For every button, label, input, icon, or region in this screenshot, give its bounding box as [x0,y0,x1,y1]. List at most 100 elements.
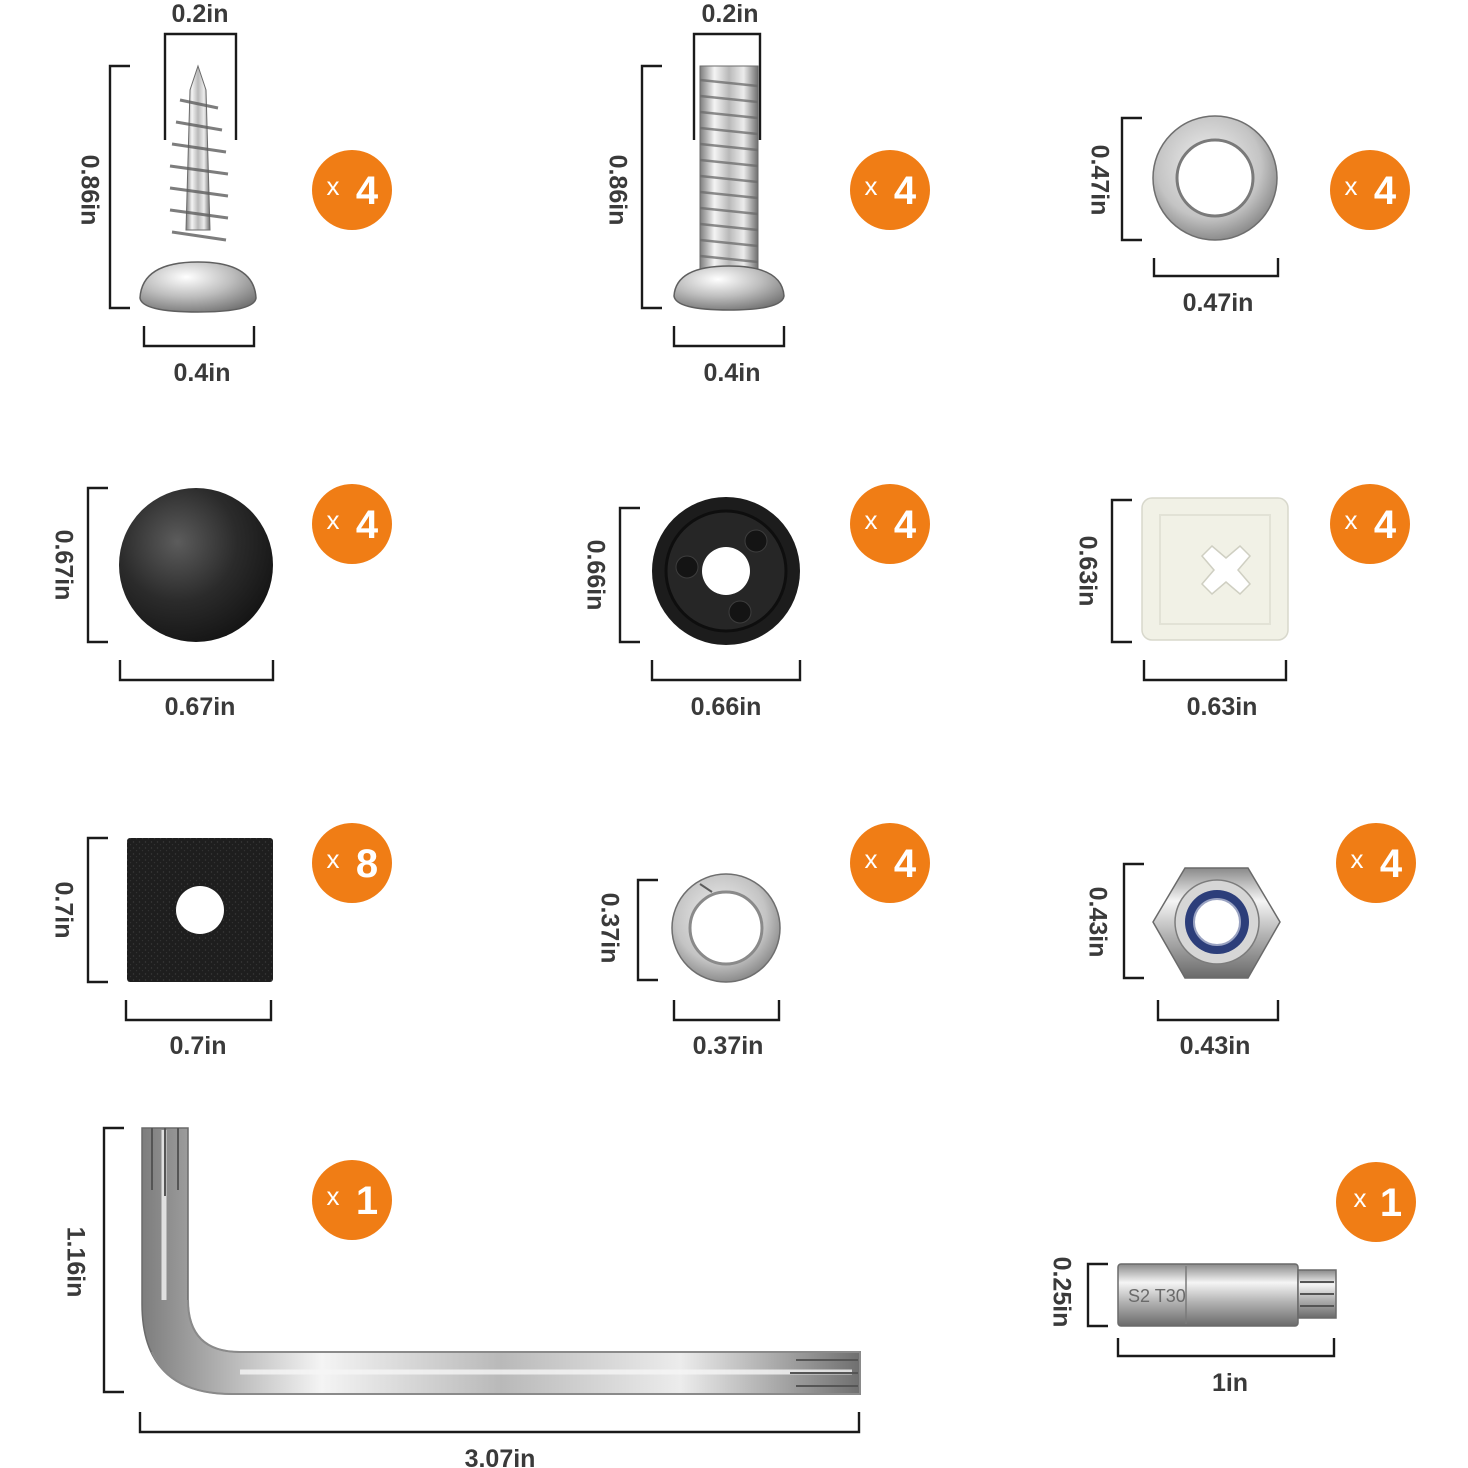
item-foam-pad: 0.7in 0.7in x 8 [49,823,392,1060]
dimension-bracket-height [1110,498,1132,644]
quantity-badge: x 4 [1330,484,1410,564]
dimension-bracket-height [1122,862,1144,980]
dimension-label-height: 0.63in [1073,536,1101,607]
quantity-value: 4 [1380,842,1403,886]
item-cap-base: 0.66in 0.66in x 4 [581,484,930,721]
quantity-badge: x 4 [1330,150,1410,230]
torx-l-wrench-icon [141,1127,861,1395]
dome-cap-icon [119,488,273,642]
dimension-bracket-height [636,878,658,982]
quantity-prefix: x [865,844,878,874]
item-square-anchor: 0.63in 0.63in x 4 [1073,484,1410,721]
item-torx-bit: S2 T30 0.25in 1in x 1 [1047,1162,1416,1397]
dimension-bracket-width [142,326,256,348]
dimension-label-top: 0.2in [172,0,229,28]
quantity-value: 4 [894,169,917,213]
dimension-bracket-height [1120,116,1142,242]
dimension-bracket-width [1152,258,1280,278]
dimension-bracket-width [672,1000,781,1022]
quantity-badge: x 4 [1336,823,1416,903]
dimension-bracket-width [138,1412,861,1434]
item-split-washer: 0.37in 0.37in x 4 [595,823,930,1060]
flat-washer-icon [1152,115,1278,241]
dimension-bracket-width [650,660,802,682]
cap-base-icon [652,497,800,645]
dimension-label-height: 0.43in [1083,887,1111,958]
quantity-prefix: x [327,844,340,874]
dimension-label-width: 0.43in [1180,1032,1251,1060]
dimension-bracket-height [108,64,130,310]
dimension-label-height: 0.37in [595,893,623,964]
quantity-prefix: x [1345,505,1358,535]
dimension-bracket-height [1086,1262,1108,1328]
dimension-label-width: 0.67in [165,693,236,721]
dimension-bracket-width [1142,660,1288,682]
square-anchor-icon [1141,497,1289,641]
item-torx-wrench: 1.16in 3.07in x 1 [61,1126,861,1468]
dimension-label-height: 0.7in [49,882,77,939]
dimension-bracket-width [1116,1338,1336,1358]
bit-engraving: S2 T30 [1128,1286,1186,1306]
dimension-bracket-top [692,32,762,140]
quantity-value: 4 [1374,503,1397,547]
quantity-prefix: x [327,505,340,535]
dimension-bracket-width [1156,1000,1280,1022]
dimension-label-width: 0.37in [693,1032,764,1060]
quantity-badge: x 4 [850,823,930,903]
dimension-label-width: 3.07in [465,1445,536,1468]
item-machine-bolt: 0.2in 0.86in 0.4in x 4 [603,0,930,387]
quantity-value: 4 [356,503,379,547]
dimension-label-top: 0.2in [702,0,759,28]
foam-pad-icon [127,838,273,982]
item-tapping-screw: 0.2in 0.86in 0.4in x 4 [75,0,392,387]
quantity-value: 8 [356,842,378,886]
dimension-label-width: 0.63in [1187,693,1258,721]
quantity-badge: x 4 [312,484,392,564]
dimension-label-height: 0.67in [49,530,77,601]
dimension-label-width: 1in [1212,1369,1248,1397]
quantity-value: 4 [894,503,917,547]
quantity-prefix: x [865,171,878,201]
quantity-prefix: x [1351,844,1364,874]
torx-bit-icon: S2 T30 [1117,1263,1337,1327]
quantity-value: 1 [356,1179,378,1223]
quantity-badge: x 1 [1336,1162,1416,1242]
dimension-label-height: 0.47in [1085,145,1113,216]
dimension-bracket-width [672,326,786,348]
quantity-value: 4 [1374,169,1397,213]
quantity-prefix: x [865,505,878,535]
dimension-bracket-height [102,1126,124,1394]
dimension-label-width: 0.7in [170,1032,227,1060]
dimension-label-width: 0.4in [174,359,231,387]
quantity-badge: x 1 [312,1160,392,1240]
lock-nut-icon [1152,867,1281,979]
quantity-badge: x 4 [312,150,392,230]
item-flat-washer: 0.47in 0.47in x 4 [1085,115,1410,317]
item-lock-nut: 0.43in 0.43in x 4 [1083,823,1416,1060]
dimension-label-width: 0.4in [704,359,761,387]
tapping-screw-icon [139,64,257,313]
dimension-label-width: 0.66in [691,693,762,721]
dimension-bracket-width [118,660,275,682]
quantity-badge: x 4 [850,150,930,230]
dimension-bracket-width [124,1000,273,1022]
dimension-label-height: 0.86in [603,155,631,226]
machine-bolt-icon [673,65,785,311]
dimension-bracket-height [618,506,640,644]
quantity-badge: x 4 [850,484,930,564]
quantity-prefix: x [1345,171,1358,201]
quantity-value: 4 [356,169,379,213]
quantity-value: 1 [1380,1181,1402,1225]
dimension-label-height: 0.25in [1047,1257,1075,1328]
quantity-value: 4 [894,842,917,886]
split-washer-icon [671,873,781,983]
item-screw-cap: 0.67in 0.67in x 4 [49,484,392,721]
dimension-label-width: 0.47in [1183,289,1254,317]
dimension-bracket-height [86,486,108,644]
dimension-bracket-height [640,64,662,310]
quantity-badge: x 8 [312,823,392,903]
dimension-bracket-top [163,32,238,140]
dimension-label-height: 0.66in [581,540,609,611]
quantity-prefix: x [327,171,340,201]
